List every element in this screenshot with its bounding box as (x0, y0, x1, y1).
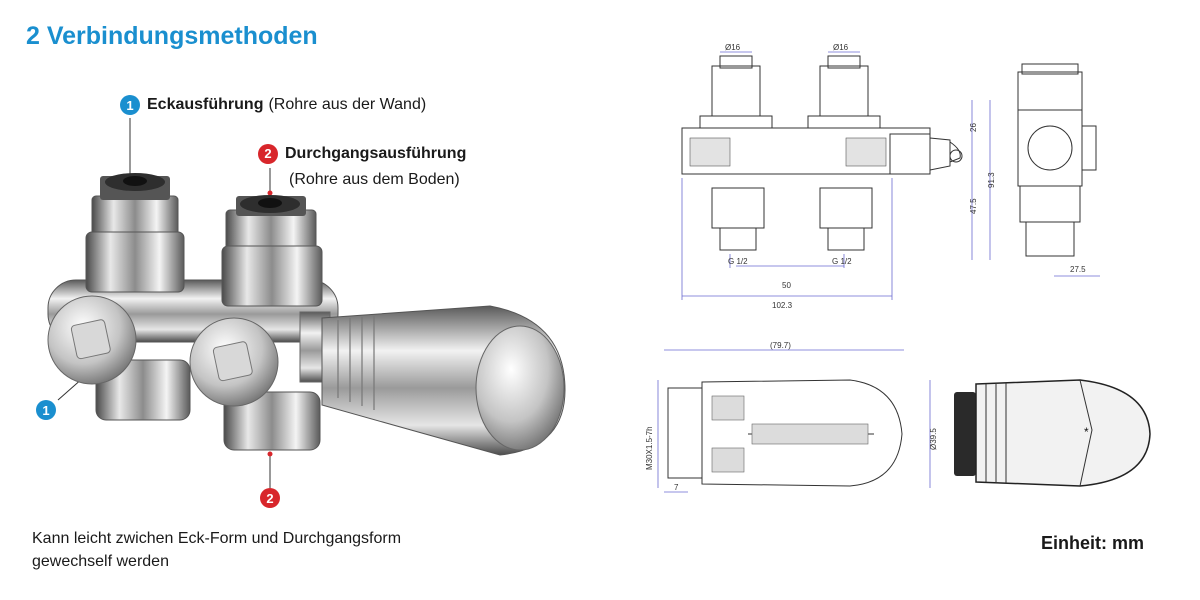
dim-head-length: (79.7) (770, 341, 791, 350)
dim-height-upper: 26 (969, 123, 978, 132)
caption-line-1: Kann leicht zwichen Eck-Form und Durchga… (32, 530, 402, 547)
dim-side-depth: 27.5 (1070, 265, 1086, 274)
dim-thread-left: G 1/2 (728, 257, 748, 266)
caption-line-2: gewechself werden (32, 553, 169, 570)
label-corner-title: Eckausführung (147, 96, 264, 113)
dim-height-total: 91.3 (987, 172, 996, 188)
dim-thread-right: G 1/2 (832, 257, 852, 266)
label-corner-detail: (Rohre aus der Wand) (268, 96, 427, 113)
label-straight-title: Durchgangsausführung (285, 145, 467, 162)
dim-head-thread: M30X1.5-7h (645, 426, 654, 470)
label-corner-version: 1 Eckausführung (Rohre aus der Wand) (120, 95, 426, 115)
dim-center-distance: 50 (782, 281, 791, 290)
caption: Kann leicht zwichen Eck-Form und Durchga… (32, 527, 502, 573)
dim-head-offset: 7 (674, 483, 679, 492)
head-marker: * (1084, 425, 1089, 439)
page-title: 2 Verbindungsmethoden (26, 22, 318, 50)
dim-total-width: 102.3 (772, 301, 793, 310)
label-straight-version: 2 Durchgangsausführung (Rohre aus dem Bo… (258, 141, 471, 193)
callout-badge-1-lower: 1 (36, 400, 56, 420)
dim-pipe-left: Ø16 (725, 43, 741, 52)
dim-height-lower: 47.5 (969, 198, 978, 214)
dim-head-diameter: Ø39.5 (929, 428, 938, 450)
dim-pipe-right: Ø16 (833, 43, 849, 52)
technical-drawing-front: Ø16 Ø16 G 1/2 G 1/2 50 102.3 26 47.5 91.… (681, 43, 1100, 310)
callout-badge-1: 1 (120, 95, 140, 115)
technical-drawing-head: (79.7) M30X1.5-7h Ø39.5 7 * (645, 341, 1151, 493)
valve-illustration (47, 118, 566, 488)
label-straight-detail: (Rohre aus dem Boden) (289, 171, 460, 188)
unit-label: Einheit: mm (1041, 533, 1145, 553)
callout-badge-2: 2 (258, 144, 278, 164)
callout-badge-2-lower: 2 (260, 488, 280, 508)
